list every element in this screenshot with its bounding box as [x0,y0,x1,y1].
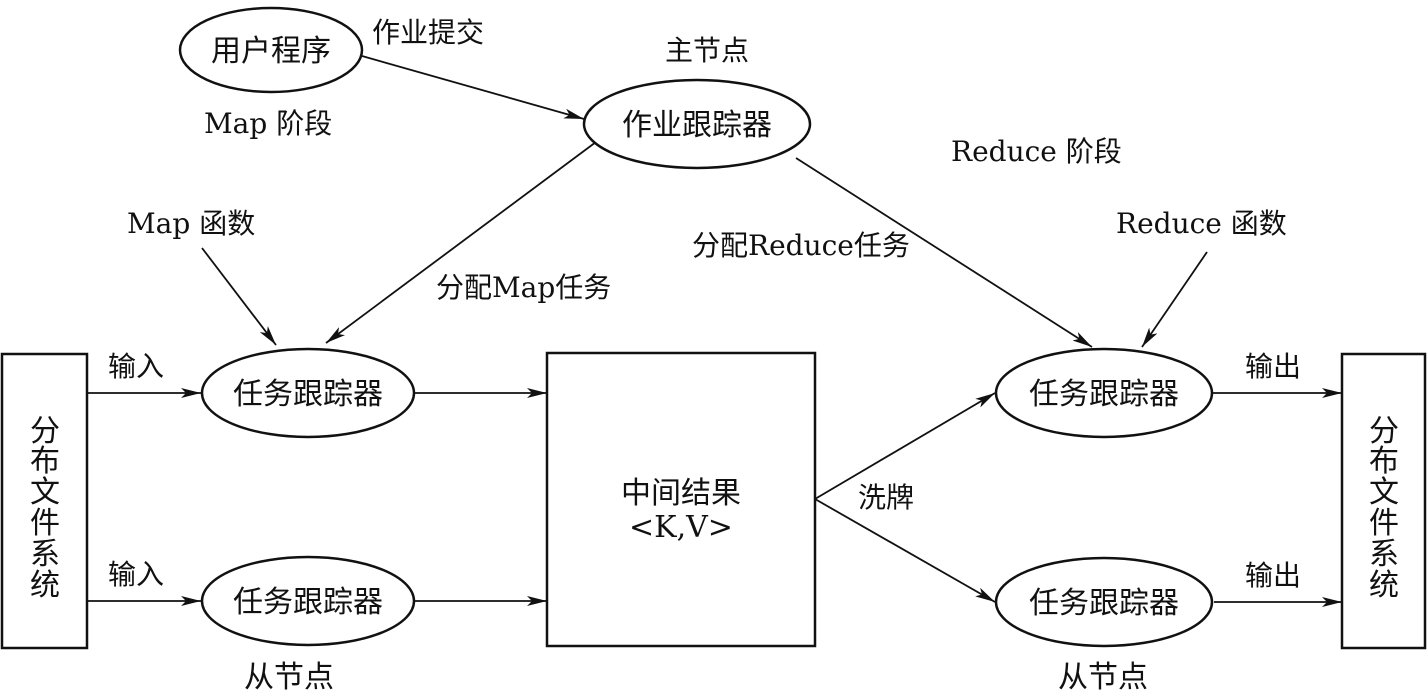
arrow-assign-reduce [795,157,1093,348]
slave-node-label-left: 从节点 [244,660,334,691]
arrow-shuffle-down [814,498,996,603]
intermediate-result-box [545,351,817,648]
master-node-label: 主节点 [665,34,749,67]
task-tracker-map-2-label: 任务跟踪器 [233,585,383,620]
input-label-1: 输入 [108,350,164,383]
task-tracker-map-2-node [200,555,416,647]
dfs-right-char: 系 [1369,537,1399,572]
task-tracker-map-1-node [200,347,416,439]
job-submit-label: 作业提交 [372,16,484,49]
intermediate-kv: <K,V> [629,510,733,545]
dfs-right-char: 统 [1369,568,1399,603]
task-tracker-reduce-1-node [994,347,1214,439]
task-tracker-reduce-1-label: 任务跟踪器 [1029,377,1179,412]
dfs-right-label: 分 布 文 件 系 统 [1369,414,1399,603]
dfs-right-char: 件 [1369,506,1399,541]
dfs-left-char: 件 [30,506,60,541]
job-tracker-node [582,78,812,170]
input-label-2: 输入 [108,558,164,591]
output-label-1: 输出 [1245,350,1301,383]
map-function-label: Map 函数 [127,207,255,240]
reduce-phase-label: Reduce 阶段 [951,135,1122,168]
slave-node-label-right: 从节点 [1058,660,1148,691]
dfs-right-char: 布 [1369,444,1399,479]
assign-reduce-label: 分配Reduce任务 [692,229,910,262]
intermediate-title: 中间结果 [621,476,741,511]
reduce-function-label: Reduce 函数 [1116,207,1287,240]
shuffle-label: 洗牌 [858,481,914,514]
user-program-node [178,6,364,94]
assign-map-label: 分配Map任务 [436,271,611,304]
arrow-map-function [201,247,277,346]
job-tracker-label: 作业跟踪器 [622,108,772,143]
output-label-2: 输出 [1245,559,1301,592]
arrow-assign-map [325,141,597,344]
arrow-reduce-function [1141,251,1208,348]
dfs-right-char: 文 [1369,475,1399,510]
dfs-left-label: 分 布 文 件 系 统 [30,414,60,603]
task-tracker-map-1-label: 任务跟踪器 [233,377,383,412]
task-tracker-reduce-2-node [994,556,1214,648]
dfs-right-char: 分 [1369,414,1399,449]
user-program-label: 用户程序 [211,34,331,69]
arrow-job-submit [361,55,585,120]
dfs-left-char: 文 [30,475,60,510]
dfs-left-char: 系 [30,537,60,572]
dfs-left-char: 统 [30,568,60,603]
dfs-left-char: 布 [30,444,60,479]
map-phase-label: Map 阶段 [204,107,332,140]
dfs-left-char: 分 [30,414,60,449]
dfs-left-box [0,352,89,650]
dfs-right-box [1340,352,1427,650]
arrow-shuffle-up [814,392,996,500]
task-tracker-reduce-2-label: 任务跟踪器 [1029,586,1179,621]
